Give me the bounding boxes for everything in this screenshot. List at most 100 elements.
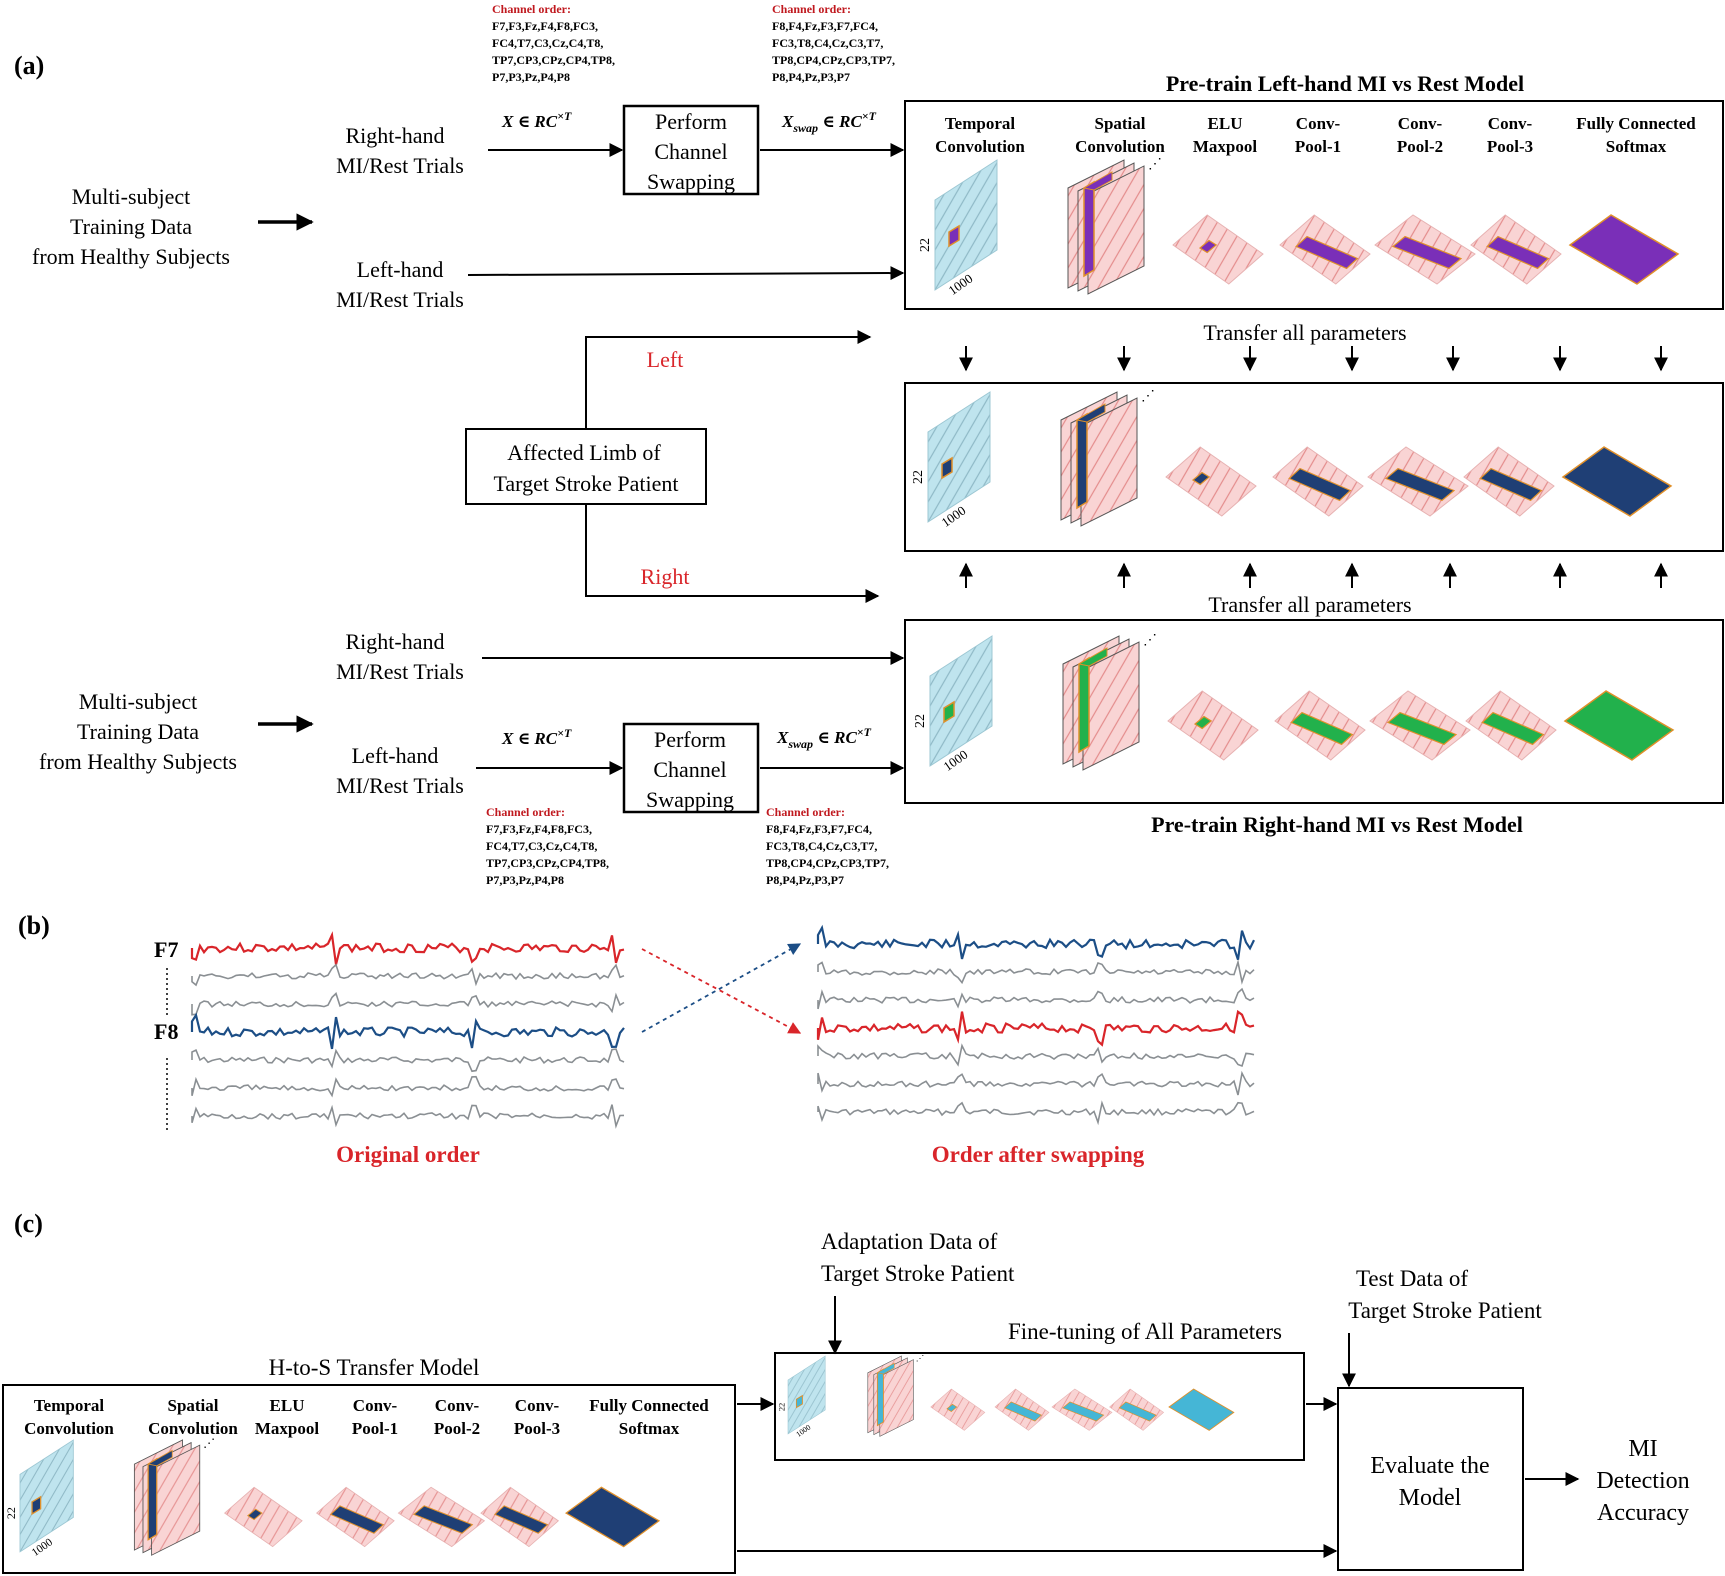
result-line: Accuracy [1597,1500,1689,1526]
spatial-kernel-top [1075,403,1106,423]
feature-band [1481,711,1545,746]
softmax-output [564,1486,661,1548]
swap-output-label: Xswap ∈ RC×T [776,725,872,751]
dim-channels-label: 22 [777,1403,786,1411]
bottom-model-title: Pre-train Right-hand MI vs Rest Model [1151,812,1523,837]
middle-model-box [904,382,1724,552]
top-source-text: Multi-subject Training Data from Healthy… [32,184,230,269]
panel-a-label: (a) [14,51,44,80]
channel-order-line: P7,P3,Pz,P4,P8 [486,873,564,887]
feature-map-2 [1272,446,1364,517]
stack-ellipsis: ⋰ [1141,389,1155,404]
feature-map-3 [1367,446,1469,517]
feature-map-4 [1465,690,1557,761]
f7-label: F7 [154,937,178,962]
transfer-label-top: Transfer all parameters [1203,320,1406,345]
layer-header: Spatial [167,1396,218,1415]
feature-map-5 [1568,214,1680,285]
panel-b: (b) F7 F8 Original order Order after swa… [18,911,1255,1167]
evaluate-box [1337,1387,1524,1571]
eeg-trace [817,959,1255,985]
feature-band [1062,1401,1105,1422]
evaluate-line: Model [1399,1485,1462,1511]
trials-line: MI/Rest Trials [336,287,464,312]
feature-band [1384,467,1456,502]
spatial-kernel [147,1457,158,1541]
temporal-volume [934,159,998,291]
eeg-original-traces [190,931,625,1129]
channel-order-line: F8,F4,Fz,F3,F7,FC4, [772,19,878,33]
layer-header: Spatial [1094,114,1145,133]
eeg-trace [191,1075,625,1098]
channel-order-title: Channel order: [486,805,565,819]
feature-map-1 [1165,446,1257,517]
channel-order-line: TP7,CP3,CPz,CP4,TP8, [492,53,615,67]
layer-header: Pool-3 [1487,137,1533,156]
layer-header: Convolution [148,1419,238,1438]
result-line: MI [1628,1436,1657,1462]
softmax-output [1561,446,1673,517]
result-text: MI Detection Accuracy [1596,1436,1689,1526]
feature-map-plane [1167,690,1259,761]
channel-order-line: F8,F4,Fz,F3,F7,FC4, [766,822,872,836]
trials-line: MI/Rest Trials [336,153,464,178]
channel-order-line: FC4,T7,C3,Cz,C4,T8, [486,839,597,853]
temporal-volume [927,391,991,523]
temporal-volume [929,635,993,767]
dim-channels-label: 22 [918,238,933,252]
source-line: Multi-subject [79,689,198,714]
test-line: Test Data of [1356,1266,1468,1291]
c-layer-headers: Temporal Convolution Spatial Convolution… [24,1396,709,1438]
eeg-swapped-traces [816,924,1255,1126]
transfer-arrows-down [959,346,1668,372]
spatial-kernel [1076,412,1088,510]
channel-order-title: Channel order: [492,2,571,16]
layer-header: Fully Connected [1576,114,1696,133]
swap-line: Swapping [647,169,735,194]
feature-kernel [1191,471,1211,486]
top-original-channel-order: Channel order: F7,F3,Fz,F4,F8,FC3, FC4,T… [492,2,615,84]
eeg-trace [817,1070,1255,1096]
trials-line: Right-hand [346,123,445,148]
feature-map-5 [1563,690,1675,761]
softmax-output [1563,690,1675,761]
input-label: X ∈ RC×T [501,109,572,131]
temporal-kernel [943,700,955,724]
spatial-kernel-top [1077,647,1108,667]
feature-band [1486,235,1550,270]
softmax-output [1568,214,1680,285]
feature-kernel [946,1403,958,1412]
feature-map-2 [1274,690,1366,761]
feature-kernel [1193,715,1213,730]
spatial-kernel [1083,180,1095,278]
feature-band [493,1505,549,1534]
feature-map-4 [480,1486,560,1548]
layer-header: Conv- [353,1396,398,1415]
spatial-kernel-top [876,1362,895,1375]
adaptation-line: Adaptation Data of [821,1229,998,1254]
temporal-kernel [948,224,960,248]
spatial-conv-block: ⋰ [1067,157,1162,295]
eeg-trace [191,963,625,987]
layer-header: Temporal [945,114,1015,133]
stack-ellipsis: ⋰ [1148,157,1162,172]
transfer-label-bottom: Transfer all parameters [1208,592,1411,617]
trials-line: Right-hand [346,629,445,654]
layer-header: Fully Connected [589,1396,709,1415]
feature-kernel [1198,239,1218,254]
adaptation-text: Adaptation Data of Target Stroke Patient [821,1229,1015,1286]
swap-line: Perform [654,727,726,752]
feature-map-2 [1279,214,1371,285]
feature-map-3 [1374,214,1476,285]
layer-header: Convolution [935,137,1025,156]
layer-header: Conv- [1488,114,1533,133]
spatial-conv-block: ⋰ [133,1436,215,1556]
bottom-original-channel-order: Channel order: F7,F3,Fz,F4,F8,FC3, FC4,T… [486,805,609,887]
channel-order-line: TP8,CP4,CPz,CP3,TP7, [766,856,889,870]
layer-header: Softmax [1606,137,1667,156]
bottom-model-box [904,619,1724,804]
channel-order-title: Channel order: [772,2,851,16]
feature-band [1288,467,1352,502]
